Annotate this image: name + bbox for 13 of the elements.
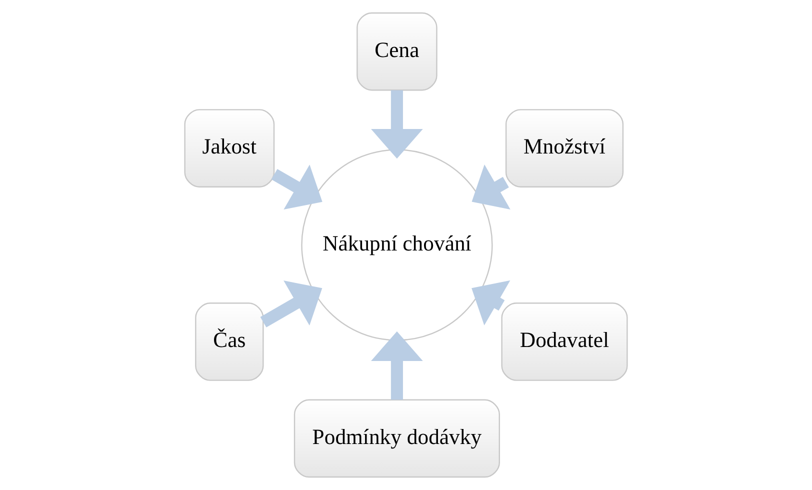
node-circle: Nákupní chování	[301, 149, 493, 341]
arrow	[371, 331, 423, 400]
arrow	[472, 164, 510, 210]
node-box: Podmínky dodávky	[294, 399, 500, 478]
arrow	[271, 164, 322, 210]
arrow	[260, 280, 322, 328]
node-box: Dodavatel	[501, 302, 628, 381]
node-box: Cena	[356, 12, 438, 91]
arrow	[371, 90, 423, 159]
node-box: Množství	[505, 109, 624, 188]
node-box: Jakost	[184, 109, 275, 188]
node-box: Čas	[195, 302, 264, 381]
arrow	[472, 280, 510, 326]
